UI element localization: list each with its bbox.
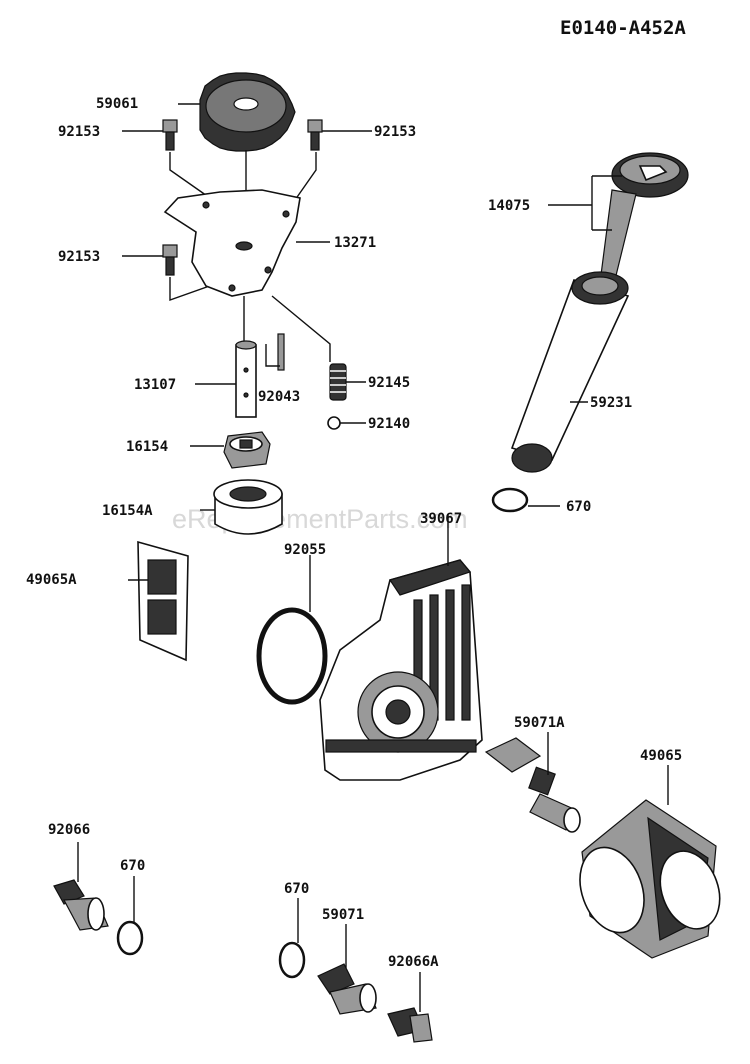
dipstick-14075-part xyxy=(597,152,689,301)
drain-plug-92066-part xyxy=(53,879,109,931)
fitting-59071-part xyxy=(317,963,377,1015)
fitting-59071A-part xyxy=(484,737,581,833)
diagram-code: E0140-A452A xyxy=(560,17,686,39)
label-92153-lower-left: 92153 xyxy=(58,249,100,265)
label-13271: 13271 xyxy=(334,235,376,251)
label-670-plug: 670 xyxy=(120,858,145,874)
gear-59061-part xyxy=(199,72,296,152)
label-92055: 92055 xyxy=(284,542,326,558)
label-16154A: 16154A xyxy=(102,503,153,519)
bolt-92153-lower-left-part xyxy=(162,244,178,276)
o-ring-670-tube-part xyxy=(491,487,529,513)
dipstick-tube-59231-part xyxy=(510,271,630,473)
label-39067: 39067 xyxy=(420,511,462,527)
label-59231: 59231 xyxy=(590,395,632,411)
label-92140: 92140 xyxy=(368,416,410,432)
label-14075: 14075 xyxy=(488,198,530,214)
label-92066A: 92066A xyxy=(388,954,439,970)
label-59061: 59061 xyxy=(96,96,138,112)
label-59071A: 59071A xyxy=(514,715,565,731)
label-49065: 49065 xyxy=(640,748,682,764)
housing-39067-part xyxy=(319,559,483,781)
inner-rotor-16154-part xyxy=(223,431,271,469)
label-92043: 92043 xyxy=(258,389,300,405)
o-ring-670-plug-part xyxy=(116,920,144,956)
label-92145: 92145 xyxy=(368,375,410,391)
o-ring-670-bottom-part xyxy=(278,941,306,979)
label-670-bottom: 670 xyxy=(284,881,309,897)
drain-plug-92066A-part xyxy=(387,1007,433,1043)
label-92066: 92066 xyxy=(48,822,90,838)
o-ring-92055-part xyxy=(256,607,328,705)
label-59071: 59071 xyxy=(322,907,364,923)
gasket-49065A-part xyxy=(137,540,189,662)
label-49065A: 49065A xyxy=(26,572,77,588)
label-92153-upper-left: 92153 xyxy=(58,124,100,140)
plate-13271-part xyxy=(163,189,301,297)
label-16154: 16154 xyxy=(126,439,168,455)
shaft-13107-part xyxy=(235,340,257,418)
label-670-tube: 670 xyxy=(566,499,591,515)
pin-92043-part xyxy=(277,333,285,371)
ball-92140-part xyxy=(327,416,341,430)
spring-92145-part xyxy=(329,363,347,401)
label-13107: 13107 xyxy=(134,377,176,393)
label-92153-upper-right: 92153 xyxy=(374,124,416,140)
outer-rotor-16154A-part xyxy=(213,479,283,535)
bolt-92153-upper-right-part xyxy=(307,119,323,151)
oil-filter-49065-part xyxy=(579,799,721,959)
bolt-92153-upper-left-part xyxy=(162,119,178,151)
